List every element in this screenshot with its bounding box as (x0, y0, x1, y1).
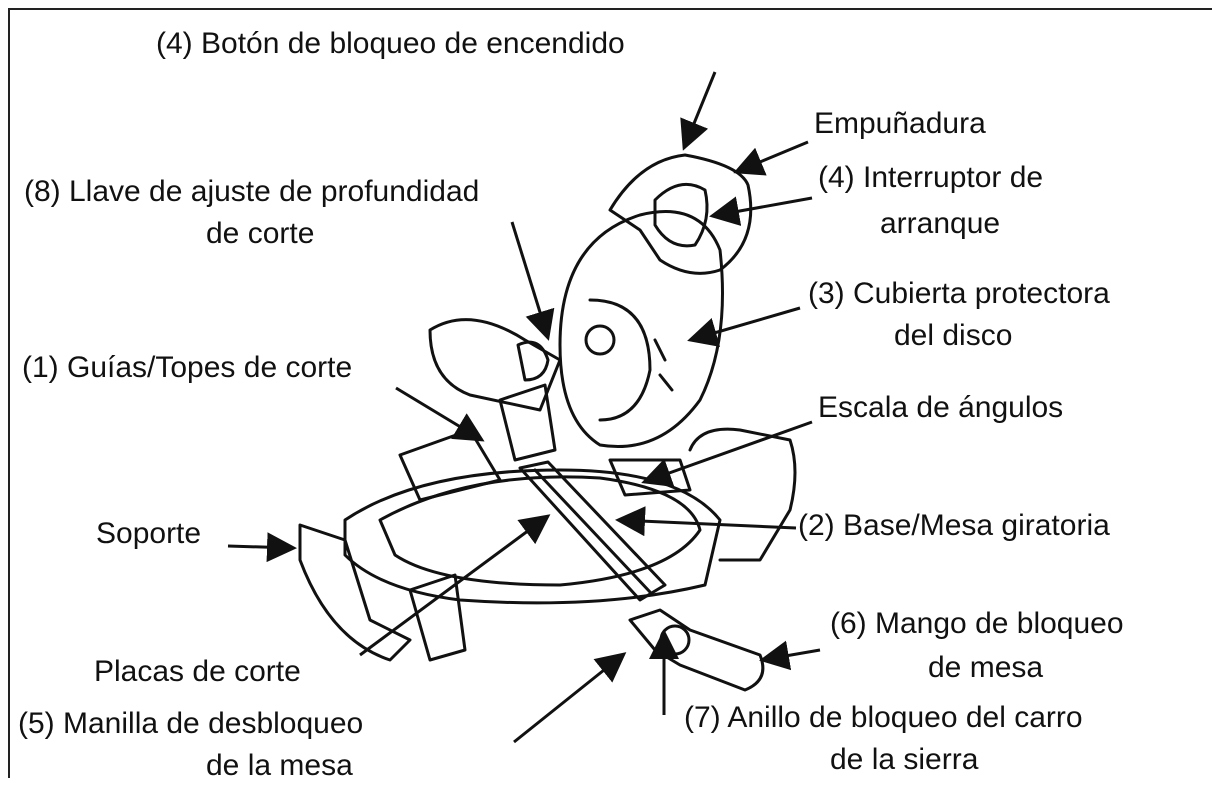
arrow-turntable (615, 506, 797, 537)
arrow-blade-guard (687, 306, 801, 347)
label-cutting-plates: Placas de corte (94, 655, 301, 688)
label-table-lock-handle-line2: de mesa (928, 651, 1044, 684)
label-blade-guard-line1: (3) Cubierta protectora (808, 277, 1110, 310)
turntable-disc (378, 475, 702, 587)
right-support-bar (688, 427, 797, 562)
frame-left-border (8, 8, 10, 778)
label-release-lever-line2: de la mesa (206, 749, 353, 782)
blade-guard (558, 210, 724, 449)
blade-arc (588, 298, 652, 422)
label-angle-scale: Escala de ángulos (818, 391, 1064, 424)
motor-housing (428, 318, 562, 412)
label-carriage-ring-line2: de la sierra (830, 743, 979, 776)
arrow-support (227, 532, 297, 563)
blade-arbor (584, 324, 616, 356)
label-power-lock-button: (4) Botón de bloqueo de encendido (156, 27, 625, 60)
label-support: Soporte (96, 517, 202, 550)
label-release-lever-line1: (5) Manilla de desbloqueo (18, 707, 364, 740)
base-outline (343, 468, 722, 605)
label-start-switch-line1: (4) Interruptor de (818, 161, 1044, 194)
saw-handle (608, 153, 753, 275)
arrow-lock-handle (759, 640, 821, 671)
pivot-arm (498, 383, 557, 462)
label-carriage-ring-line1: (7) Anillo de bloqueo del carro (684, 701, 1083, 734)
guard-hatch-1 (653, 338, 667, 362)
lock-handle (628, 608, 765, 692)
arrow-cutting-plates (359, 514, 551, 657)
frame-top-border (8, 8, 1212, 10)
handle-grip-hole (653, 182, 709, 248)
arrow-release-lever (513, 652, 627, 744)
arrow-depth-key (510, 221, 555, 341)
arrow-guides (395, 386, 485, 442)
label-table-lock-handle-line1: (6) Mango de bloqueo (830, 607, 1124, 640)
left-foot (408, 573, 467, 662)
arrow-power-lock (680, 71, 717, 151)
label-depth-key-line1: (8) Llave de ajuste de profundidad (24, 175, 480, 208)
left-support-bar (298, 523, 412, 662)
label-guides-stops: (1) Guías/Topes de corte (22, 351, 353, 384)
label-turntable: (2) Base/Mesa giratoria (798, 509, 1110, 542)
fence-left (398, 428, 502, 502)
label-depth-key-line2: de corte (206, 217, 315, 250)
label-start-switch-line2: arranque (880, 207, 1001, 240)
guard-hatch-2 (658, 373, 674, 392)
arrow-start-switch (709, 196, 813, 226)
label-handle: Empuñadura (814, 107, 986, 140)
kerf-slot (533, 468, 652, 594)
depth-screw (516, 340, 550, 382)
arrow-handle (733, 140, 809, 176)
turntable-arm (518, 460, 667, 602)
arrow-angle-scale (641, 420, 813, 488)
label-blade-guard-line2: del disco (894, 319, 1013, 352)
